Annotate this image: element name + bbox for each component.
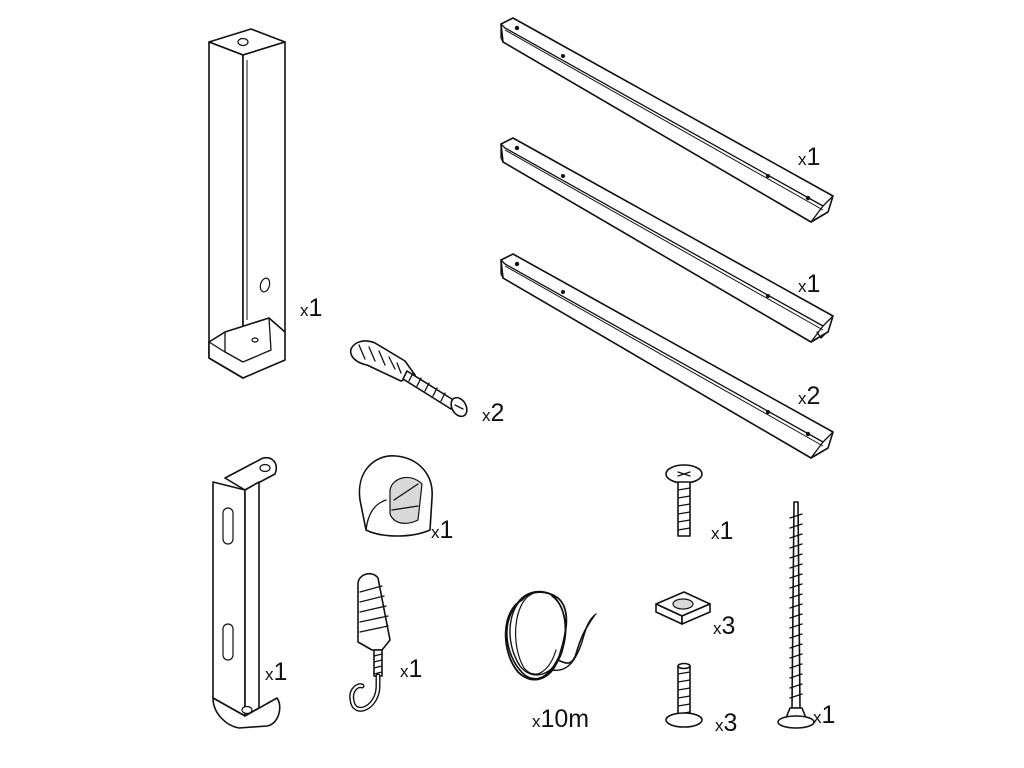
short-bolt-illustration: [665, 662, 703, 728]
wire-coil-qty: x10m: [532, 705, 590, 733]
vertical-post-illustration: [208, 28, 286, 379]
cord-guide-illustration: [358, 455, 433, 537]
rail-top-illustration: [500, 17, 834, 223]
plug-hook-qty: x1: [400, 655, 423, 683]
wall-bracket-illustration: [212, 456, 281, 729]
square-nut-illustration: [655, 591, 711, 625]
long-screw-illustration: [777, 501, 815, 729]
rail-middle-illustration: [500, 137, 834, 343]
rail-bottom-illustration: [500, 253, 834, 459]
rail-middle-qty: x1: [798, 270, 821, 298]
cord-guide-qty: x1: [431, 516, 454, 544]
wall-plug-screw-illustration: [349, 340, 468, 418]
vertical-post-qty: x1: [300, 294, 323, 322]
wire-coil-illustration: [504, 590, 597, 681]
plug-hook-illustration: [349, 572, 391, 712]
rail-bottom-qty: x2: [798, 382, 821, 410]
long-screw-qty: x1: [813, 701, 836, 729]
short-bolt-qty: x3: [715, 709, 738, 737]
wall-bracket-qty: x1: [265, 658, 288, 686]
square-nut-qty: x3: [713, 612, 736, 640]
rail-top-qty: x1: [798, 143, 821, 171]
wall-plug-screw-qty: x2: [482, 399, 505, 427]
carriage-bolt-qty: x1: [711, 517, 734, 545]
carriage-bolt-illustration: [665, 464, 703, 537]
